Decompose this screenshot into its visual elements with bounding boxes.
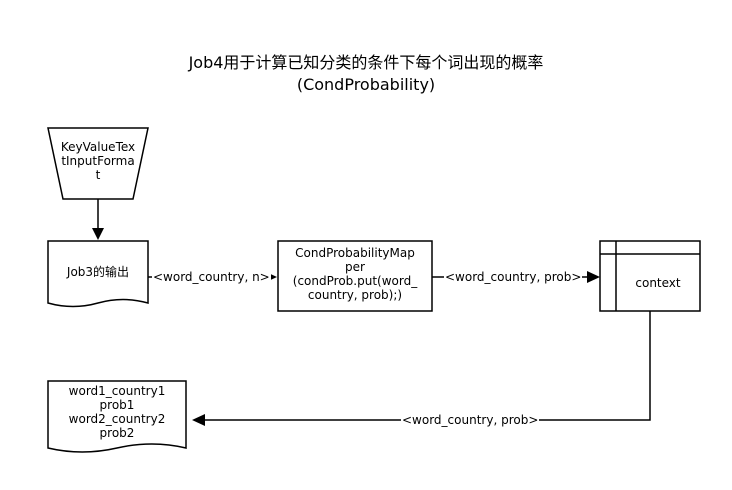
mapper-line-4: country, prob);): [307, 288, 403, 302]
mapper-line-3: (condProb.put(word_: [292, 274, 418, 288]
arrowhead-mapper-to-context: [587, 271, 600, 283]
input-format-line-1: KeyValueTex: [60, 140, 136, 154]
edge-label-job3-to-mapper: <word_country, n>: [152, 270, 271, 284]
mapper-line-1: CondProbabilityMap: [295, 246, 415, 260]
job3-output-shape: [47, 240, 149, 308]
diagram-title: Job4用于计算已知分类的条件下每个词出现的概率 (CondProbabilit…: [0, 52, 732, 96]
job3-output-label: Job3的输出: [66, 265, 130, 279]
mapper-label: CondProbabilityMap per (condProb.put(wor…: [278, 246, 432, 302]
edge-label-mapper-to-context: <word_country, prob>: [444, 270, 583, 284]
input-format-line-2: tInputForma: [61, 154, 135, 168]
input-format-shape: [47, 127, 149, 200]
title-line-2: (CondProbability): [296, 75, 436, 94]
mapper-line-2: per: [345, 260, 365, 274]
arrow-context-to-output: [205, 311, 651, 421]
arrowhead-context-to-output: [192, 414, 205, 426]
output-line-3: word2_country2: [68, 412, 166, 426]
output-line-4: prob2: [99, 426, 135, 440]
output-line-2: prob1: [99, 398, 135, 412]
output-line-1: word1_country1: [68, 384, 166, 398]
input-format-line-3: t: [95, 168, 101, 182]
edge-label-context-to-output: <word_country, prob>: [401, 413, 540, 427]
arrowhead-input-to-job3: [92, 228, 104, 240]
output-label: word1_country1 prob1 word2_country2 prob…: [48, 384, 186, 440]
output-shape: [47, 380, 187, 453]
input-format-label: KeyValueTex tInputForma t: [52, 140, 144, 182]
mapper-shape: [277, 240, 433, 312]
title-line-1: Job4用于计算已知分类的条件下每个词出现的概率: [188, 53, 544, 72]
context-label: context: [635, 276, 681, 290]
